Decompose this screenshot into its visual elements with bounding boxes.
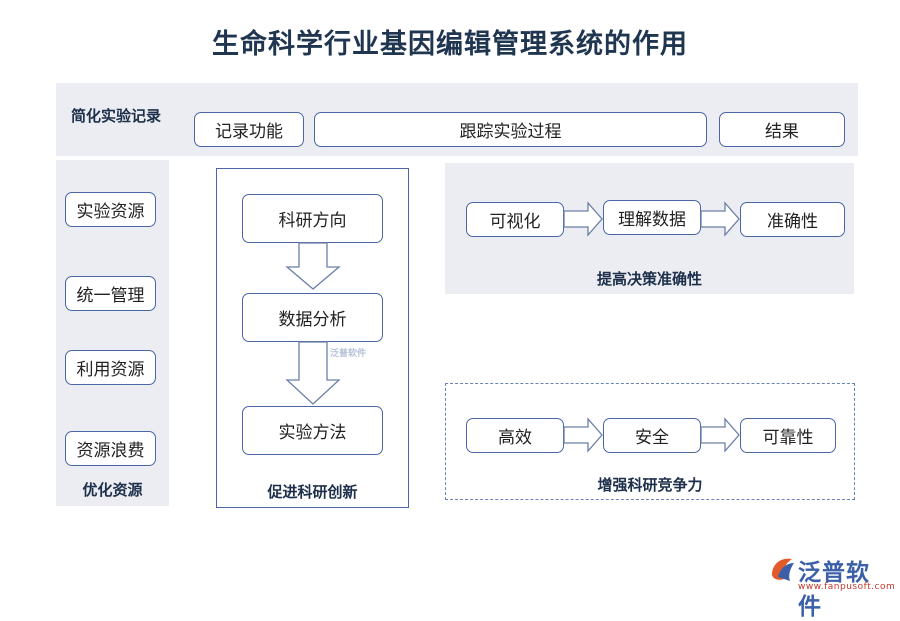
reliability-box: 可靠性 [740, 418, 836, 453]
watermark-logo: 泛普软件 [330, 349, 367, 359]
decision-accuracy-label: 提高决策准确性 [596, 269, 702, 288]
right-arrow-icon [563, 201, 603, 237]
research-direction-box: 科研方向 [242, 194, 383, 243]
understand-data-box: 理解数据 [603, 200, 701, 235]
result-box: 结果 [719, 112, 845, 147]
record-function-box: 记录功能 [194, 112, 304, 147]
right-arrow-icon [700, 417, 740, 453]
down-arrow-icon [285, 242, 341, 290]
right-arrow-icon [563, 417, 603, 453]
competitiveness-panel [445, 383, 855, 500]
brand-logo: 泛普软件 www.fanpusoft.com [768, 553, 896, 620]
logo-mark-icon [772, 558, 794, 581]
simplify-records-label: 简化实验记录 [70, 106, 161, 125]
data-analysis-box: 数据分析 [242, 293, 383, 342]
optimize-resources-label: 优化资源 [82, 480, 143, 499]
safety-box: 安全 [603, 418, 701, 453]
track-experiment-box: 跟踪实验过程 [314, 112, 707, 147]
resource-item: 统一管理 [65, 276, 156, 311]
page-title: 生命科学行业基因编辑管理系统的作用 [212, 29, 688, 60]
competitiveness-label: 增强科研竞争力 [597, 475, 703, 494]
logo-url: www.fanpusoft.com [798, 582, 896, 592]
experiment-method-box: 实验方法 [242, 406, 383, 455]
efficient-box: 高效 [466, 418, 564, 453]
resource-item: 利用资源 [65, 350, 156, 385]
resource-item: 实验资源 [65, 192, 156, 227]
accuracy-box: 准确性 [740, 202, 845, 237]
resource-item: 资源浪费 [65, 431, 156, 466]
down-arrow-icon [285, 341, 341, 405]
visualization-box: 可视化 [466, 202, 564, 237]
promote-innovation-label: 促进科研创新 [267, 482, 358, 501]
right-arrow-icon [700, 201, 740, 237]
